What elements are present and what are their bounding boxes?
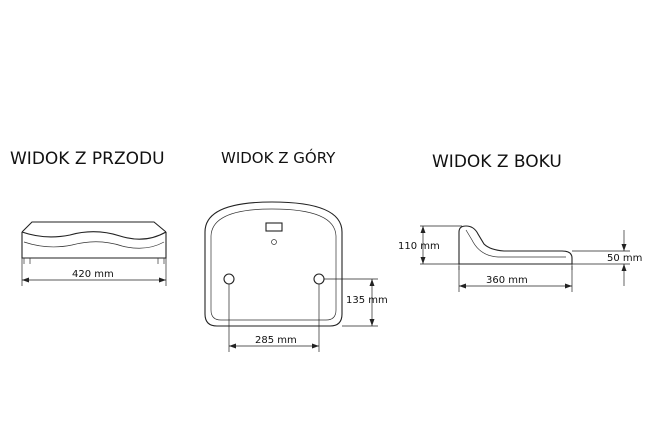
side-thickness-dimension: 50 mm bbox=[607, 230, 642, 286]
side-view-title: WIDOK Z BOKU bbox=[432, 152, 562, 172]
front-width-label: 420 mm bbox=[72, 269, 114, 280]
front-view-drawing bbox=[21, 221, 167, 286]
mounting-hole-right bbox=[313, 273, 325, 285]
top-hole-spacing-label: 285 mm bbox=[255, 335, 297, 346]
drain-icon bbox=[271, 239, 277, 245]
side-height-label: 110 mm bbox=[398, 241, 440, 252]
top-view-drawing bbox=[204, 201, 378, 352]
top-view-title: WIDOK Z GÓRY bbox=[221, 148, 336, 167]
side-thickness-label: 50 mm bbox=[607, 253, 642, 264]
side-view-drawing bbox=[420, 225, 630, 292]
side-height-dimension: 110 mm bbox=[398, 226, 440, 264]
top-hole-offset-dimension: 135 mm bbox=[346, 279, 388, 326]
side-length-dimension: 360 mm bbox=[459, 275, 572, 289]
outlet-slot-icon bbox=[265, 222, 283, 232]
front-width-dimension: 420 mm bbox=[22, 269, 166, 283]
front-view-title: WIDOK Z PRZODU bbox=[10, 149, 165, 169]
top-hole-offset-label: 135 mm bbox=[346, 295, 388, 306]
top-hole-spacing-dimension: 285 mm bbox=[229, 335, 319, 349]
mounting-hole-left bbox=[223, 273, 235, 285]
side-length-label: 360 mm bbox=[486, 275, 528, 286]
